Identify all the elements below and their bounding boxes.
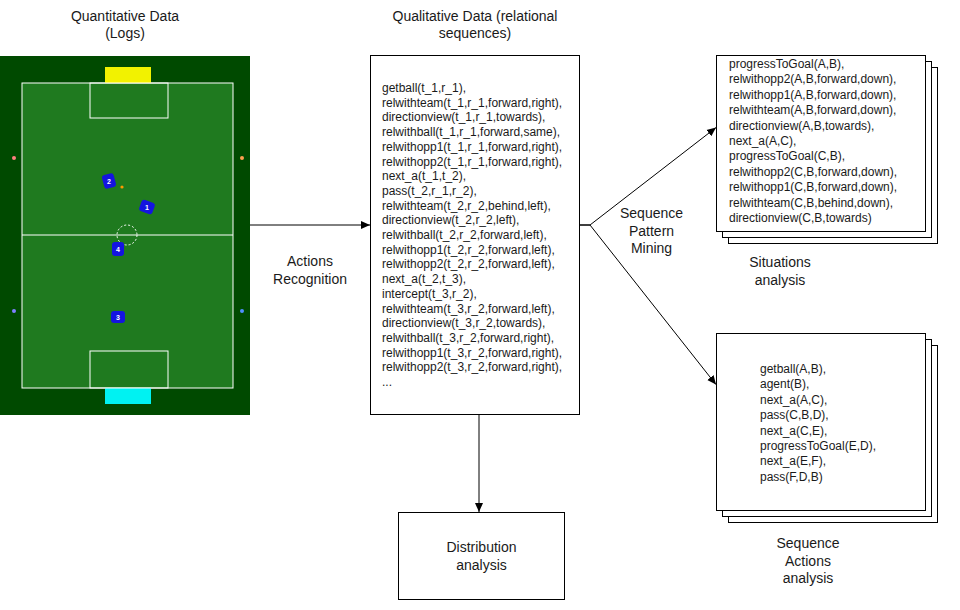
stacked-result-box: getball(A,B), agent(B), next_a(A,C), pas… <box>716 333 926 511</box>
flag <box>240 309 244 313</box>
flow-arrow <box>250 225 370 226</box>
soccer-field <box>0 0 260 420</box>
player <box>138 199 155 215</box>
goal-top <box>105 67 151 83</box>
player-number: 1 <box>145 204 149 211</box>
flag <box>12 156 16 160</box>
penalty-box-top <box>90 83 168 118</box>
player-number: 3 <box>116 314 120 321</box>
center-line <box>22 235 233 236</box>
player-number: 2 <box>107 178 111 185</box>
player <box>112 242 124 256</box>
penalty-box-bottom <box>90 351 168 388</box>
flag <box>240 156 244 160</box>
relation-list: getball(t_1,r_1), relwithteam(t_1,r_1,fo… <box>382 81 562 390</box>
field-border <box>0 56 250 415</box>
pattern-list: getball(A,B), agent(B), next_a(A,C), pas… <box>760 362 876 485</box>
ball <box>120 185 123 188</box>
log-field-node: Quantitative Data (Logs) <box>0 56 250 415</box>
panel-caption: Sequence Actions analysis <box>776 535 839 588</box>
player <box>101 173 116 190</box>
edge-label: Actions Recognition <box>273 253 347 288</box>
pattern-list: progressToGoal(A,B), relwithopp2(A,B,for… <box>729 57 897 226</box>
player <box>111 311 125 323</box>
panel-caption: Situations analysis <box>749 254 810 289</box>
player-number: 4 <box>116 246 120 253</box>
process-box: Distribution analysis <box>398 512 565 600</box>
panel-heading: Qualitative Data (relational sequences) <box>393 8 558 42</box>
edge-label: Sequence Pattern Mining <box>620 205 683 258</box>
goal-bottom <box>105 388 151 404</box>
panel-heading: Quantitative Data (Logs) <box>55 8 195 42</box>
process-box: Qualitative Data (relational sequences)g… <box>370 55 580 415</box>
pitch <box>22 83 233 388</box>
flag <box>12 309 16 313</box>
flow-arrow <box>479 415 480 512</box>
stacked-result-box: progressToGoal(A,B), relwithopp2(A,B,for… <box>716 55 926 232</box>
process-label: Distribution analysis <box>446 538 516 574</box>
